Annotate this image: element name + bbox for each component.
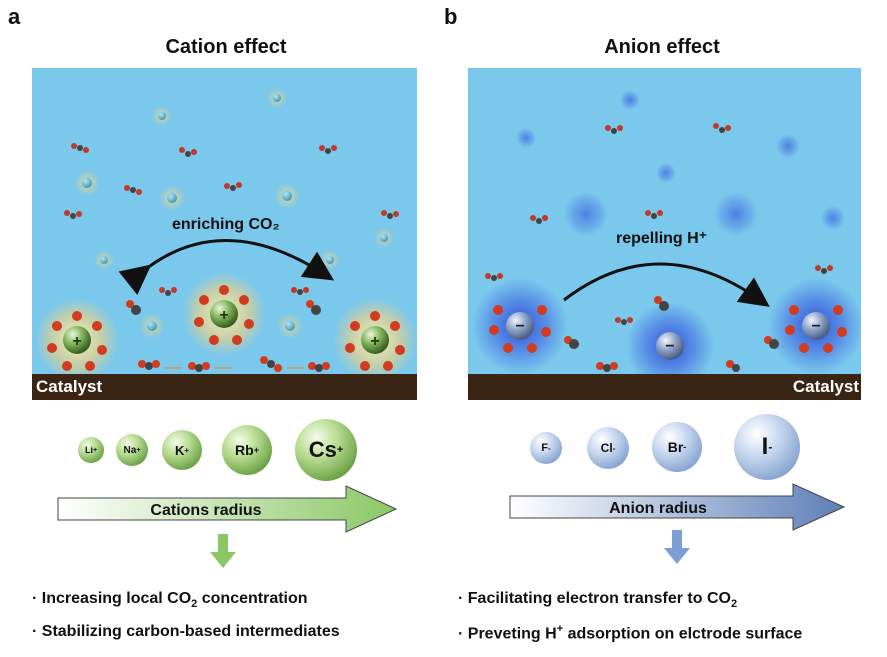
intermediate-molecule-icon (596, 360, 740, 372)
br-ion: Br- (652, 422, 702, 472)
catalyst-label: Catalyst (792, 377, 859, 396)
anion-radius-arrow (509, 483, 846, 531)
cs-ion: Cs+ (295, 419, 357, 481)
anion-bullet-2: · Preveting H+ adsorption on elctrode su… (458, 623, 803, 643)
svg-text:+: + (219, 307, 228, 324)
intermediate-molecule-icon (126, 300, 330, 372)
catalyst-bar: Catalyst (468, 374, 861, 400)
svg-text:+: + (72, 333, 81, 350)
svg-text:−: − (665, 338, 674, 355)
hydrated-anion-large-icon: − − − (472, 278, 861, 390)
co2-molecule-icon (485, 123, 833, 325)
i-ion: I- (734, 414, 800, 480)
svg-text:−: − (811, 318, 820, 335)
f-ion: F- (530, 432, 562, 464)
panel-a-title: Cation effect (165, 36, 287, 58)
water-molecule-icon (489, 296, 847, 353)
cation-bullet-2: · Stabilizing carbon-based intermediates (32, 623, 340, 640)
anion-scene-illustration: − − − (472, 90, 861, 390)
hydrated-ion-icon (74, 88, 394, 339)
enriching-arrow (118, 239, 335, 295)
svg-text:−: − (515, 318, 524, 335)
catalyst-label: Catalyst (36, 377, 103, 396)
rb-ion: Rb+ (222, 425, 272, 475)
water-molecule-icon (47, 285, 405, 371)
cation-scene-illustration: + + + (35, 88, 417, 382)
panel-b-title: Anion effect (604, 36, 720, 58)
cation-bullet-1: · Increasing local CO2 concentration (32, 590, 308, 611)
hydrated-cation-icon: + + + (35, 272, 417, 382)
panel-a-letter: a (8, 4, 21, 29)
anion-scene: − − − repelling H⁺ Catalyst (468, 68, 861, 400)
svg-text:+: + (370, 333, 379, 350)
cation-scene: + + + enriching CO₂ Catalyst (32, 68, 417, 400)
repelling-h-label: repelling H⁺ (616, 230, 708, 247)
repelling-arrow (563, 262, 770, 307)
enriching-co2-label: enriching CO₂ (172, 216, 280, 233)
anion-radius-label: Anion radius (609, 500, 707, 517)
anion-bullet-1: · Facilitating electron transfer to CO2 (458, 590, 738, 611)
cations-radius-arrow (57, 485, 398, 533)
catalyst-bar: Catalyst (32, 374, 417, 400)
panel-b-letter: b (444, 4, 458, 29)
li-ion: Li+ (78, 437, 104, 463)
cl-ion: Cl- (587, 427, 629, 469)
down-arrow-icon (664, 530, 690, 564)
down-arrow-icon (210, 534, 236, 568)
k-ion: K+ (162, 430, 202, 470)
na-ion: Na+ (116, 434, 148, 466)
cations-radius-label: Cations radius (150, 502, 262, 519)
hydrated-anion-icon (516, 90, 845, 236)
